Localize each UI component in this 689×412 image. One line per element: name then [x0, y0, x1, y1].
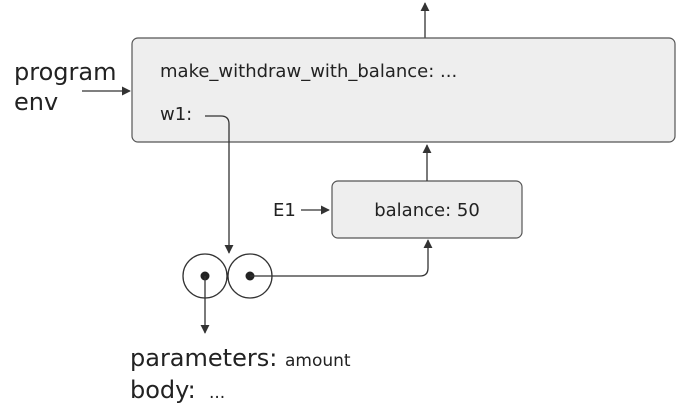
function-env-pointer-arrow: [250, 239, 433, 277]
body-label: body:: [130, 376, 196, 404]
global-frame: [131, 37, 676, 143]
parameters-label: parameters:: [130, 344, 277, 372]
body-value: ...: [209, 383, 225, 403]
program-env-label-line2: env: [14, 88, 58, 116]
program-env-label-line1: program: [14, 58, 116, 86]
parameters-value: amount: [285, 351, 351, 371]
frame-e1-label: E1: [273, 200, 296, 221]
w1-pointer-arrow: [205, 115, 234, 254]
frame-e1-binding-balance: balance: 50: [374, 200, 480, 221]
global-binding-w1: w1:: [160, 104, 192, 125]
global-binding-make-withdraw: make_withdraw_with_balance: ...: [160, 61, 457, 82]
